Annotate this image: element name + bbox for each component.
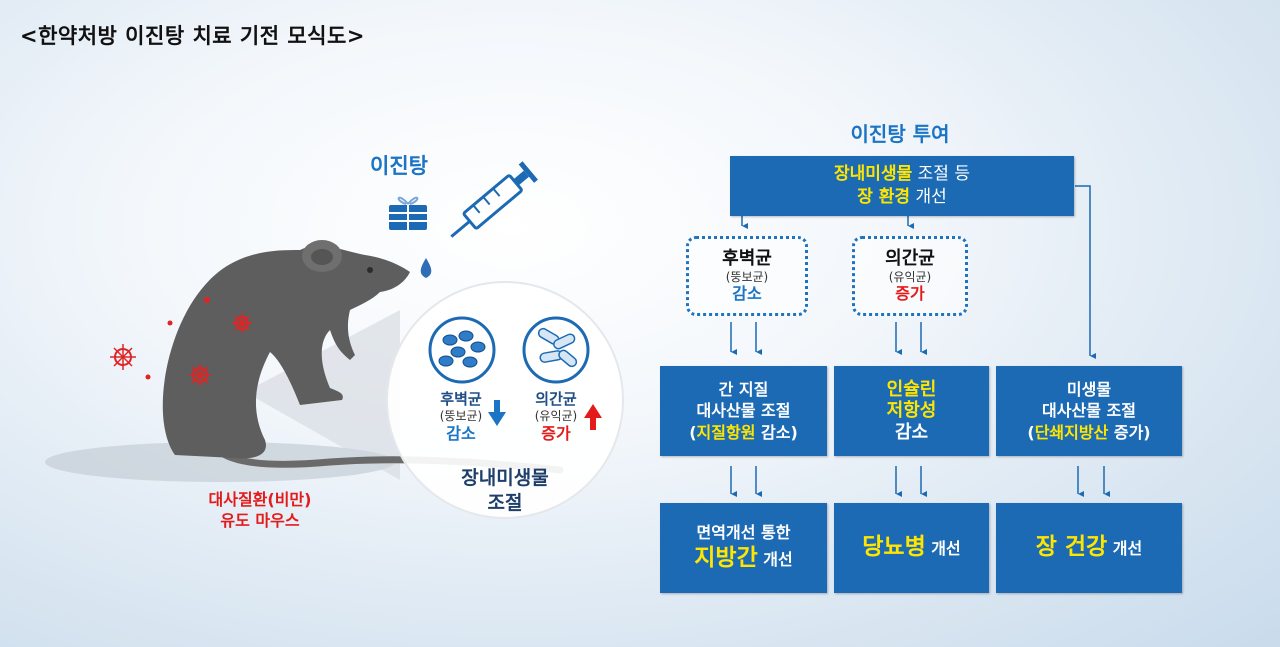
mid-box-microbial-metabolite: 미생물 대사산물 조절 (단쇄지방산 증가) (996, 366, 1182, 456)
flow-heading: 이진탕 투여 (850, 122, 950, 146)
mid1-highlight: 지질항원 (696, 422, 756, 442)
mid3-line2: 대사산물 조절 (1042, 401, 1136, 421)
top-box-highlight2: 장 환경 (857, 187, 911, 207)
bacteria1-change: 감소 (446, 423, 476, 443)
bacteria2-label: 의간균 (유익균) 증가 (510, 390, 602, 444)
top-box-rest1: 조절 등 (912, 164, 970, 185)
bottom-box-fatty-liver: 면역개선 통한 지방간 개선 (660, 503, 827, 593)
mid2-line1: 인슐린 (886, 378, 937, 400)
bot2-highlight: 당뇨병 (862, 534, 926, 561)
page-title: <한약처방 이진탕 치료 기전 모식도> (20, 24, 365, 48)
mouse-caption: 대사질환(비만) 유도 마우스 (190, 490, 330, 532)
bacteria1-name: 후벽균 (440, 390, 482, 408)
bot1-highlight: 지방간 (694, 545, 758, 572)
mid1-line1: 간 지질 (718, 379, 769, 399)
mid2-line3: 감소 (894, 421, 929, 443)
mid1-open: ( (689, 422, 697, 442)
dashed-box-bacteroidetes: 의간균 (유익균) 증가 (852, 236, 968, 316)
top-box: 장내미생물 조절 등 장 환경 개선 (730, 156, 1074, 216)
mid-box-insulin: 인슐린 저항성 감소 (834, 366, 989, 456)
dashed2-sub: (유익균) (888, 270, 932, 284)
dashed-box-firmicutes: 후벽균 (뚱보균) 감소 (686, 236, 808, 316)
herbal-medicine-icon (389, 196, 427, 230)
drug-label: 이진탕 (370, 154, 428, 178)
bacteria2-sub: (유익균) (534, 408, 578, 423)
bot1-rest: 개선 (757, 550, 793, 570)
bottom-box-diabetes: 당뇨병 개선 (834, 503, 989, 593)
bot3-rest: 개선 (1107, 539, 1143, 559)
mouse-caption-line2: 유도 마우스 (220, 510, 300, 530)
dashed2-change: 증가 (895, 284, 925, 304)
mid3-rest: 증가) (1108, 422, 1151, 442)
bot2-rest: 개선 (925, 539, 961, 559)
bot3-highlight: 장 건강 (1035, 534, 1108, 561)
mid1-rest: 감소) (755, 422, 798, 442)
mid1-line2: 대사산물 조절 (696, 401, 791, 421)
top-box-highlight1: 장내미생물 (834, 164, 913, 185)
mid3-line1: 미생물 (1066, 379, 1112, 399)
mouse-caption-line1: 대사질환(비만) (208, 490, 312, 509)
syringe-icon (450, 161, 538, 238)
dashed1-sub: (뚱보균) (725, 270, 769, 284)
dashed2-name: 의간균 (885, 248, 935, 270)
bacteria1-sub: (뚱보균) (439, 408, 483, 423)
mid2-line2: 저항성 (886, 400, 937, 422)
bacteria2-name: 의간균 (535, 390, 577, 408)
mouse-illustration (45, 161, 624, 519)
bot1-line1: 면역개선 통한 (696, 522, 791, 542)
mid3-highlight: 단쇄지방산 (1034, 422, 1109, 442)
bacteria2-change: 증가 (541, 423, 571, 443)
circle-caption-line1: 장내미생물 (461, 467, 549, 489)
mid-box-liver-lipid: 간 지질 대사산물 조절 (지질항원 감소) (660, 366, 827, 456)
circle-caption-line2: 조절 (487, 491, 523, 514)
bacteria1-label: 후벽균 (뚱보균) 감소 (415, 390, 507, 444)
circle-caption: 장내미생물 조절 (430, 466, 580, 515)
bottom-box-gut-health: 장 건강 개선 (996, 503, 1182, 593)
mid3-open: ( (1027, 422, 1035, 442)
top-box-rest2: 개선 (910, 187, 947, 207)
dashed1-change: 감소 (732, 284, 762, 304)
dashed1-name: 후벽균 (722, 248, 772, 270)
